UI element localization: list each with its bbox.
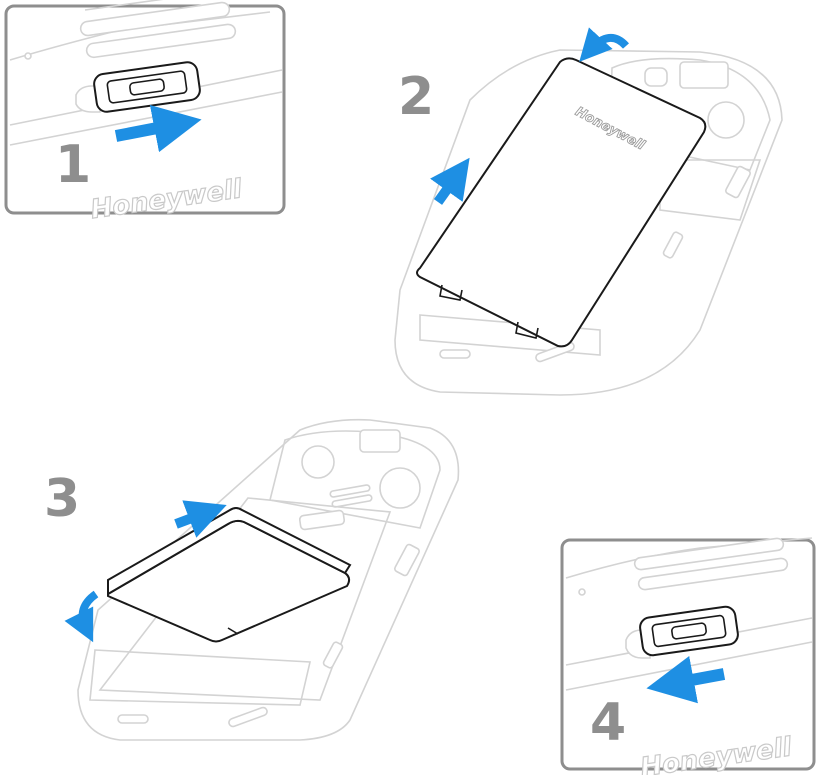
step-4-panel: 4 Honeywell — [562, 538, 814, 775]
step-3-number: 3 — [44, 469, 80, 529]
step-1-panel: 1 Honeywell — [6, 0, 284, 225]
step-2-illustration: 2 Honeywell — [395, 38, 782, 395]
step-1-number: 1 — [55, 135, 91, 195]
step-2-curved-arrow — [590, 38, 626, 50]
step-4-number: 4 — [590, 693, 626, 753]
step-2-number: 2 — [398, 67, 434, 127]
step-3-illustration: 3 — [44, 420, 458, 740]
